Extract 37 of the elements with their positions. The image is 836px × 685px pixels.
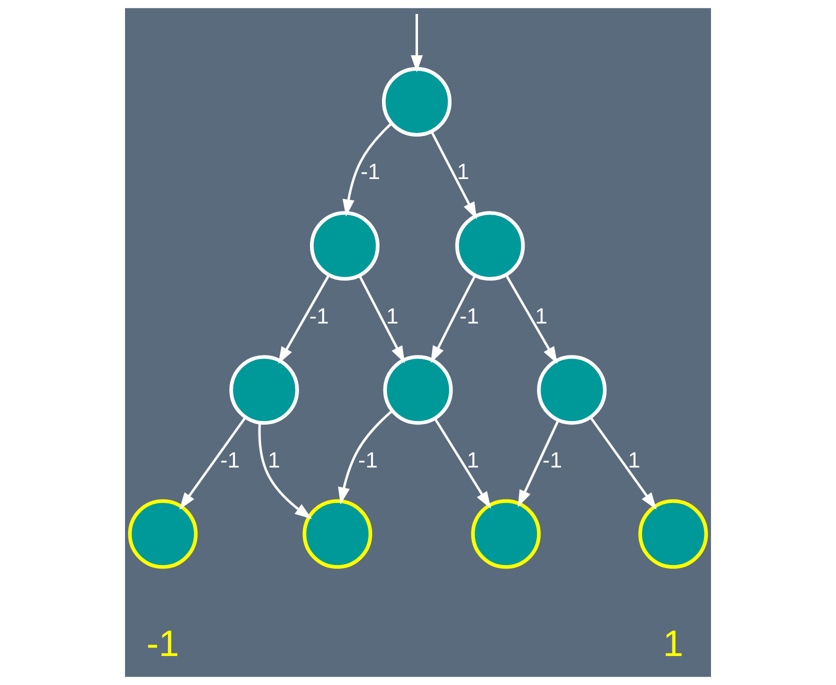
arrow	[179, 416, 246, 510]
arrow	[430, 130, 477, 220]
edge-label: 1	[386, 303, 398, 328]
edge-label: 1	[268, 447, 280, 472]
edge-label: -1	[220, 447, 240, 472]
edge-label: 1	[466, 447, 480, 472]
node-circle	[383, 355, 453, 425]
edge-label: 1	[535, 303, 548, 328]
node-circle	[537, 355, 607, 425]
edge-label: 1	[628, 447, 640, 472]
node-circle	[128, 499, 198, 569]
edge-label: -1	[360, 159, 380, 184]
label: 1	[662, 623, 684, 664]
node-circle	[310, 211, 380, 281]
arrow	[278, 274, 330, 364]
edge-label: -1	[309, 303, 329, 328]
edge-label: -1	[358, 447, 378, 472]
edge-label: -1	[460, 303, 480, 328]
arrow	[504, 274, 558, 364]
node-circle	[229, 355, 299, 425]
arrow	[258, 422, 312, 519]
arrow	[518, 420, 560, 508]
node-circle	[455, 211, 525, 281]
label: -1	[146, 623, 180, 664]
arrow	[338, 410, 393, 504]
node-circle	[471, 499, 541, 569]
arrow	[358, 274, 405, 364]
edge-label: 1	[457, 159, 470, 184]
arrow	[590, 416, 657, 510]
arrow	[434, 418, 491, 509]
node-circle	[302, 499, 372, 569]
arrow	[430, 275, 476, 364]
node-circle	[382, 67, 452, 137]
edge-label: -1	[542, 447, 562, 472]
arrow	[410, 14, 423, 72]
arrow	[342, 122, 392, 217]
node-circle	[638, 499, 708, 569]
